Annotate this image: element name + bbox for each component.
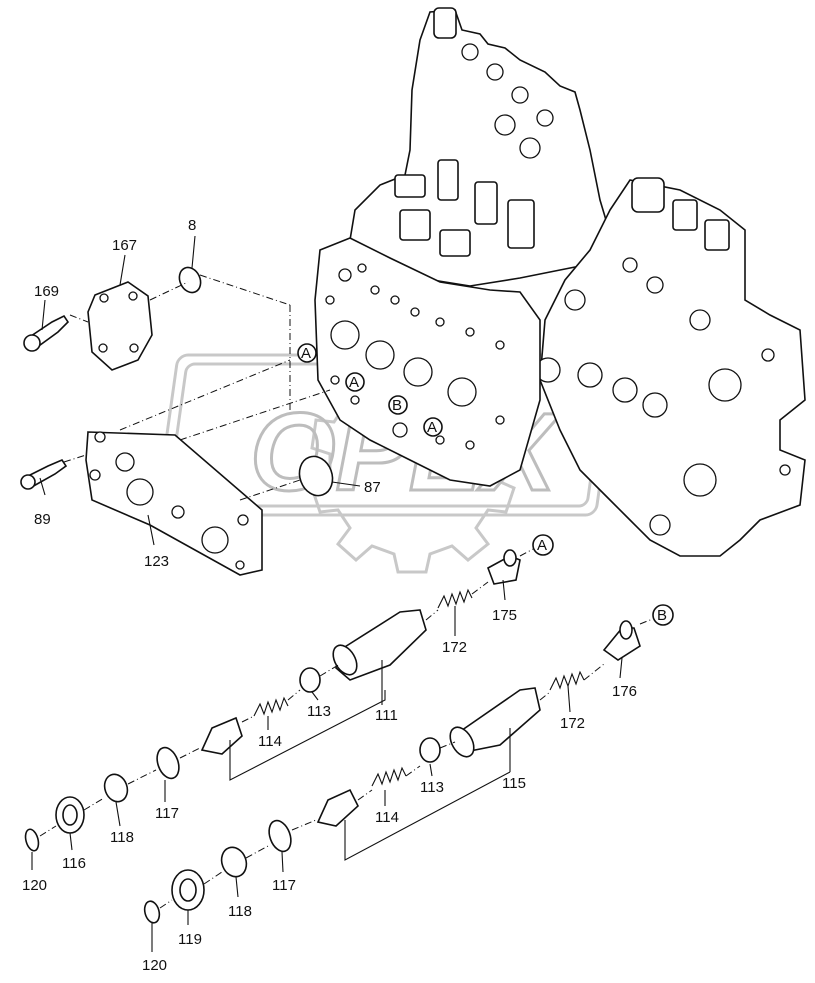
- leader-lines: [31, 235, 656, 952]
- label-87: 87: [364, 479, 381, 496]
- callout-A-text: A: [427, 419, 437, 436]
- callout-B-mid: B: [388, 395, 408, 415]
- part-111-spool-sleeve: [332, 609, 427, 681]
- label-115: 115: [502, 775, 526, 792]
- part-117-oring-lower: [268, 819, 292, 853]
- label-120-lower: 120: [142, 957, 167, 974]
- label-113-lower: 113: [420, 779, 444, 796]
- callout-A-text: A: [349, 374, 359, 391]
- callout-A-mid: A: [345, 372, 365, 392]
- callout-B-spool: B: [652, 604, 674, 626]
- part-116-cap: [55, 796, 85, 834]
- part-115-spool-sleeve: [449, 687, 541, 758]
- label-114-upper: 114: [258, 733, 282, 750]
- label-176: 176: [612, 683, 637, 700]
- label-111: 111: [375, 707, 398, 724]
- label-117-lower: 117: [272, 877, 296, 894]
- label-167: 167: [112, 237, 137, 254]
- part-number-labels: 8 167 169 89 87 123 175 172 111 113 114 …: [22, 217, 637, 974]
- part-118-washer-lower: [220, 846, 248, 878]
- callout-B-text: B: [392, 397, 402, 414]
- label-172-lower: 172: [560, 715, 585, 732]
- part-172-spring-upper: [437, 588, 473, 609]
- part-8-oring: [178, 266, 202, 294]
- callout-A-lower: A: [423, 417, 443, 437]
- part-113-collar-lower: [419, 737, 441, 763]
- part-89-bolt: [20, 459, 68, 490]
- control-valve-block: [314, 7, 806, 557]
- part-123-plate: [85, 431, 263, 576]
- part-167-cover: [87, 281, 153, 371]
- label-8: 8: [188, 217, 196, 234]
- label-169: 169: [34, 283, 59, 300]
- label-123: 123: [144, 553, 169, 570]
- part-169-bolt: [23, 314, 70, 352]
- part-120-seal-lower: [143, 900, 161, 924]
- label-118-lower: 118: [228, 903, 252, 920]
- part-piston-lower: [316, 788, 359, 827]
- part-piston-upper: [200, 716, 243, 755]
- part-172-spring-lower: [549, 670, 585, 691]
- label-89: 89: [34, 511, 51, 528]
- label-172-upper: 172: [442, 639, 467, 656]
- part-87-oring: [298, 455, 334, 497]
- part-120-seal-upper: [24, 828, 40, 852]
- label-114-lower: 114: [375, 809, 399, 826]
- label-119: 119: [178, 931, 202, 948]
- callout-A-upper-left: A: [297, 343, 317, 363]
- callout-A-text: A: [301, 345, 311, 362]
- part-176-plug: [602, 620, 641, 661]
- callout-B-text: B: [657, 607, 667, 624]
- part-114-spring-lower: [371, 766, 407, 787]
- part-175-plug: [487, 549, 521, 585]
- part-118-washer-upper: [103, 773, 129, 803]
- part-117-oring-upper: [156, 746, 180, 780]
- label-117-upper: 117: [155, 805, 179, 822]
- label-116: 116: [62, 855, 86, 872]
- label-113-upper: 113: [307, 703, 331, 720]
- label-118-upper: 118: [110, 829, 134, 846]
- part-119-cap: [171, 869, 205, 911]
- label-120-upper: 120: [22, 877, 47, 894]
- part-114-spring-upper: [253, 696, 289, 717]
- callout-A-spool: A: [532, 534, 554, 556]
- label-175: 175: [492, 607, 517, 624]
- part-113-collar-upper: [299, 667, 321, 693]
- callout-A-text: A: [537, 537, 547, 554]
